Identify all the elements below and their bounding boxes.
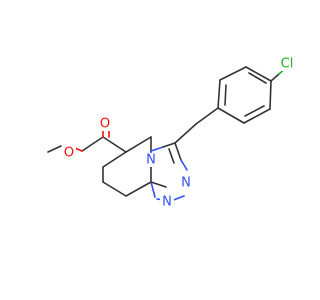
bond-benzene-4 [269, 80, 272, 110]
bond-triazole-1a [150, 146, 164, 152]
carbonyl-oxygen-label: O [100, 117, 110, 132]
carbonyl-oxygen-bg [98, 117, 112, 131]
fused-nitrogen-label: N [146, 153, 156, 168]
bond-c-o-methyl [81, 136, 104, 152]
bond-benzene-inner-1 [224, 84, 227, 106]
bond-ring-4 [125, 181, 152, 197]
molecule-canvas: O O N N N Cl [47, 56, 296, 210]
bond-ring-7 [102, 151, 127, 168]
triazole-nitrogen-lower-label: N [162, 195, 172, 210]
bond-c-cl-a [270, 73, 280, 82]
bond-triazole-4-double [150, 181, 167, 188]
bond-triazole-4 [150, 181, 156, 198]
bond-benzene-1 [217, 79, 221, 109]
bond-ch2-2 [195, 107, 219, 125]
bond-benzene-5 [243, 108, 271, 124]
bond-ring-5 [102, 181, 127, 197]
bond-carbonyl-to-ring [102, 136, 127, 153]
molecule-structure: O O N N N Cl [47, 56, 296, 210]
triazole-nitrogen-lower-bg [160, 195, 174, 209]
bond-methyl [47, 145, 62, 153]
ester-oxygen-label: O [64, 146, 74, 161]
bond-ring-1 [125, 136, 152, 153]
bond-triazole-2a [174, 142, 182, 161]
bond-benzene-inner-2 [248, 72, 267, 84]
chlorine-bg [278, 57, 296, 71]
bond-triazole-2b [180, 159, 188, 171]
bond-triazole-1b [162, 142, 176, 148]
bond-triazole-2-double [168, 148, 175, 164]
bond-benzene-inner-3 [244, 105, 265, 117]
bond-o-methyl-left [74, 147, 83, 152]
bond-ch2-1 [174, 123, 197, 144]
chlorine-label: Cl [281, 57, 294, 72]
triazole-nitrogen-upper-label: N [181, 176, 191, 191]
bond-benzene-3 [245, 66, 272, 82]
ester-oxygen-bg [62, 146, 76, 160]
bond-benzene-2 [219, 66, 247, 81]
bond-benzene-6 [217, 107, 245, 124]
fused-nitrogen-bg [144, 153, 158, 167]
triazole-nitrogen-upper-bg [179, 176, 193, 190]
